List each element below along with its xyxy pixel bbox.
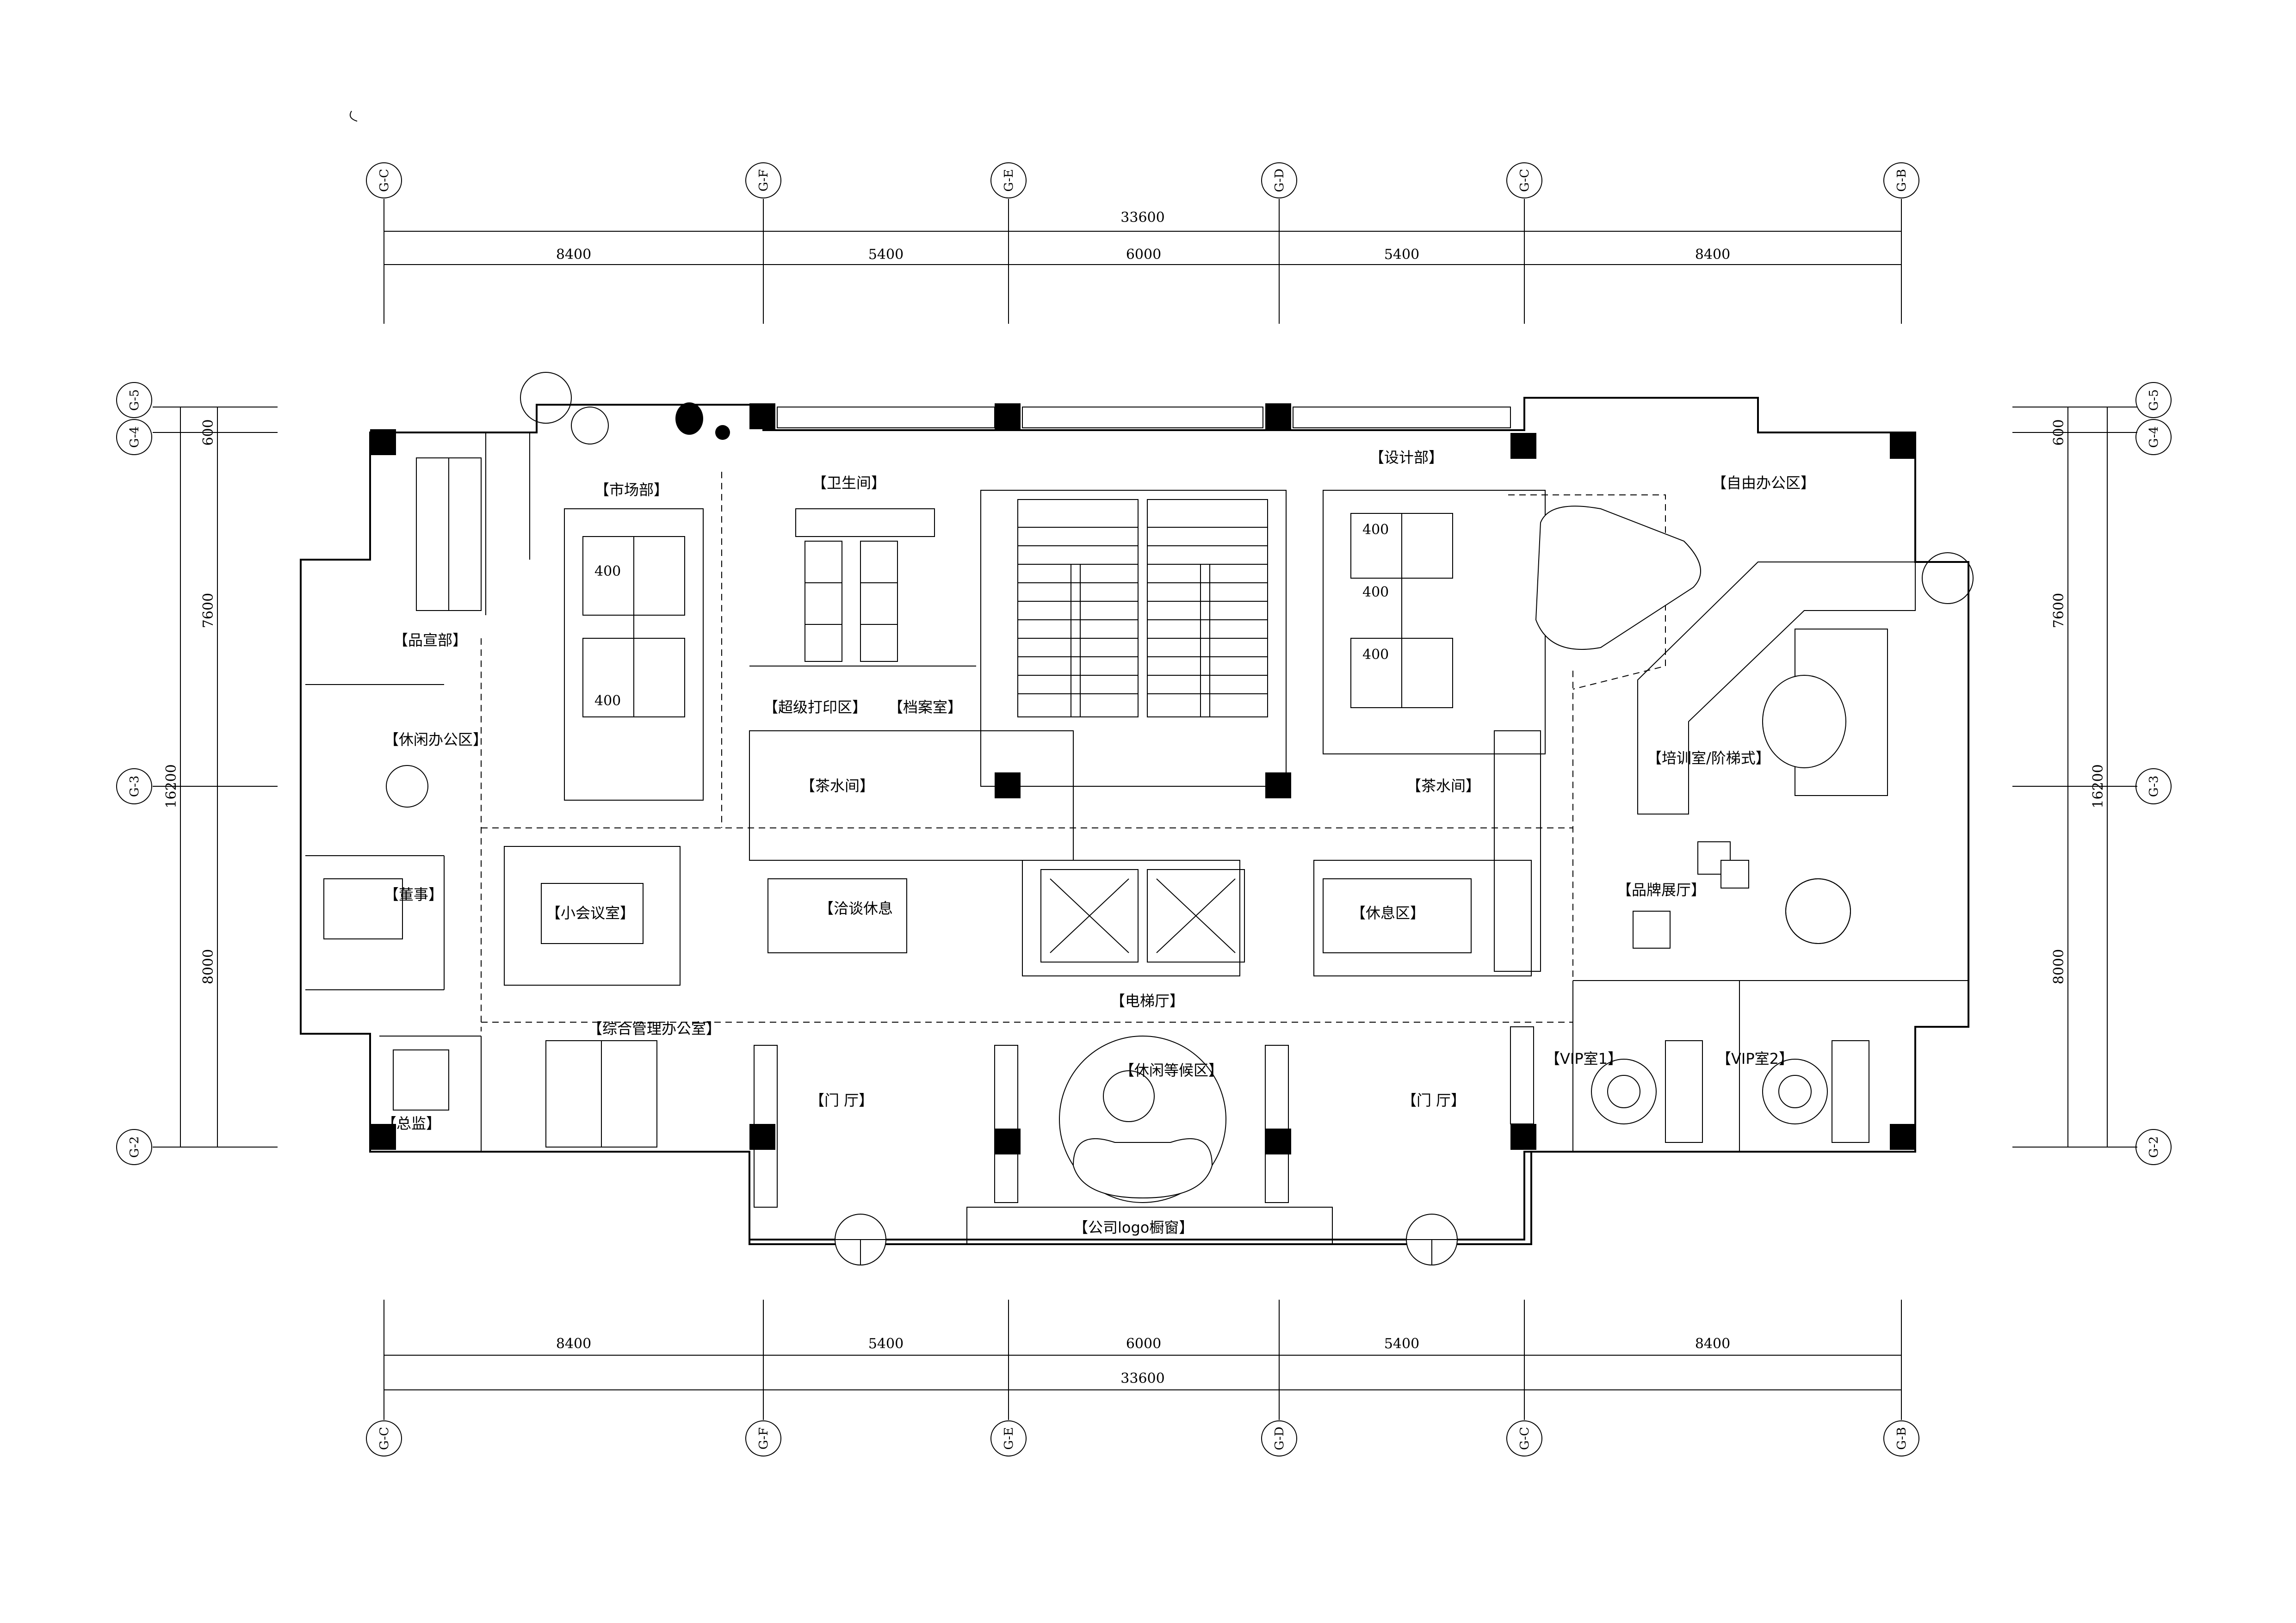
axis-bottom-2: G-F	[757, 1427, 771, 1450]
axis-right-4: G-2	[2147, 1136, 2161, 1158]
label-vip2: 【VIP室2】	[1716, 1050, 1794, 1068]
axis-left-4: G-2	[128, 1136, 142, 1158]
label-lobby-left: 【门 厅】	[810, 1092, 873, 1109]
stair-treads-right	[1147, 527, 1268, 694]
dim-seg-top-2: 5400	[868, 247, 904, 263]
revolving-doors	[835, 1214, 1458, 1265]
dim-left-600: 600	[200, 419, 217, 445]
dim-left-16200: 16200	[163, 764, 179, 808]
axis-top-2: G-F	[757, 169, 771, 191]
label-lounge: 【休息区】	[1351, 904, 1425, 922]
label-market: 【市场部】	[594, 481, 668, 499]
label-training: 【培训室/阶梯式】	[1647, 749, 1770, 767]
desk-mark-1: 400	[594, 563, 621, 580]
axis-right-3: G-3	[2147, 776, 2161, 797]
pr-desks	[416, 457, 482, 611]
dim-seg-bottom-1: 8400	[556, 1336, 591, 1352]
dim-right-7600: 7600	[2051, 593, 2067, 628]
label-pr-dept: 【品宣部】	[393, 631, 467, 649]
label-lobby-right: 【门 厅】	[1402, 1092, 1466, 1109]
axis-top-3: G-E	[1002, 169, 1016, 191]
label-director: 【总监】	[382, 1115, 441, 1132]
axis-top-4: G-D	[1273, 169, 1287, 192]
label-logo-window: 【公司logo橱窗】	[1073, 1219, 1194, 1236]
waiting-area-furniture	[1059, 1036, 1226, 1203]
dim-right-16200: 16200	[2090, 764, 2106, 808]
label-pantry-right: 【茶水间】	[1406, 777, 1480, 795]
dim-right-600: 600	[2051, 419, 2067, 445]
axis-right-2: G-4	[2147, 426, 2161, 448]
label-general-admin: 【综合管理办公室】	[588, 1020, 721, 1037]
axis-top-1: G-C	[378, 169, 391, 192]
axis-bottom-5: G-C	[1518, 1427, 1532, 1450]
axis-bottom-4: G-D	[1273, 1427, 1287, 1450]
dim-seg-top-5: 8400	[1695, 247, 1730, 263]
stair-treads-left	[1018, 527, 1138, 694]
bottom-axis-bubbles: G-C G-F G-E G-D G-C G-B	[366, 1420, 1919, 1456]
axis-bottom-3: G-E	[1002, 1427, 1016, 1450]
meeting-tables	[541, 878, 1472, 953]
desk-mark-4: 400	[1362, 584, 1389, 600]
axis-left-2: G-4	[128, 426, 142, 448]
axis-left-3: G-3	[128, 776, 142, 797]
dim-total-bottom: 33600	[1120, 1370, 1164, 1387]
dim-left-8000: 8000	[200, 949, 217, 984]
facade-glazing	[777, 407, 1511, 428]
bottom-dimensions: 8400 5400 6000 5400 8400 33600	[384, 1300, 1902, 1420]
right-dimensions: 600 7600 16200 8000 G-5 G-4 G-3 G-2	[2012, 382, 2172, 1165]
label-archive: 【档案室】	[888, 698, 962, 716]
top-axis-bubbles: G-C G-F G-E G-D G-C G-B	[366, 162, 1919, 198]
desk-mark-3: 400	[1362, 522, 1389, 538]
axis-right-1: G-5	[2147, 389, 2161, 411]
left-dimensions: 600 7600 16200 8000 G-5 G-4 G-3 G-2	[116, 382, 278, 1165]
market-desks: 400 400	[582, 536, 685, 717]
label-pantry-left: 【茶水间】	[800, 777, 874, 795]
dim-right-8000: 8000	[2051, 949, 2067, 984]
dim-seg-top-1: 8400	[556, 247, 591, 263]
label-negotiation: 【洽谈休息	[819, 900, 893, 917]
design-desks: 400 400 400	[1350, 513, 1453, 708]
dim-seg-bottom-3: 6000	[1126, 1336, 1161, 1352]
label-elevator-hall: 【电梯厅】	[1110, 992, 1184, 1010]
axis-top-5: G-C	[1518, 169, 1532, 192]
dim-seg-top-4: 5400	[1384, 247, 1419, 263]
axis-bottom-1: G-C	[378, 1427, 391, 1450]
zone-outlines	[481, 472, 1968, 1031]
brand-hall-items	[1633, 841, 1851, 949]
axis-left-1: G-5	[128, 389, 142, 411]
dim-seg-bottom-2: 5400	[868, 1336, 904, 1352]
elevators	[1040, 869, 1245, 963]
dim-total-top: 33600	[1120, 210, 1164, 226]
label-free-office: 【自由办公区】	[1712, 474, 1815, 492]
top-dimensions: 33600 8400 5400 6000 5400 8400	[384, 199, 1902, 324]
label-small-meeting: 【小会议室】	[546, 904, 635, 922]
label-vip1: 【VIP室1】	[1545, 1050, 1622, 1068]
restroom-fixtures	[749, 508, 976, 666]
dim-left-7600: 7600	[200, 593, 217, 628]
dim-seg-top-3: 6000	[1126, 247, 1161, 263]
desk-mark-5: 400	[1362, 647, 1389, 663]
label-waiting: 【休闲等候区】	[1120, 1061, 1223, 1079]
vip-furniture	[1591, 1040, 1869, 1143]
desk-mark-2: 400	[594, 693, 621, 709]
corner-mark	[350, 111, 358, 122]
label-restroom: 【卫生间】	[812, 474, 886, 492]
stair-wells	[1017, 499, 1268, 717]
dim-seg-bottom-4: 5400	[1384, 1336, 1419, 1352]
axis-top-6: G-B	[1895, 169, 1909, 191]
label-print-area: 【超级打印区】	[763, 698, 867, 716]
label-chairman: 【董事】	[384, 886, 443, 903]
label-design: 【设计部】	[1369, 449, 1443, 466]
admin-desks	[323, 878, 657, 1148]
interior-walls	[305, 432, 1968, 1245]
free-office-furniture	[1535, 506, 1888, 796]
room-labels: 【市场部】 【卫生间】 【设计部】 【自由办公区】 【品宣部】 【休闲办公区】 …	[382, 449, 1815, 1236]
plants	[386, 372, 1974, 944]
label-casual-office: 【休闲办公区】	[384, 731, 488, 748]
dim-seg-bottom-5: 8400	[1695, 1336, 1730, 1352]
label-brand-hall: 【品牌展厅】	[1617, 881, 1706, 899]
axis-bottom-6: G-B	[1895, 1427, 1909, 1450]
